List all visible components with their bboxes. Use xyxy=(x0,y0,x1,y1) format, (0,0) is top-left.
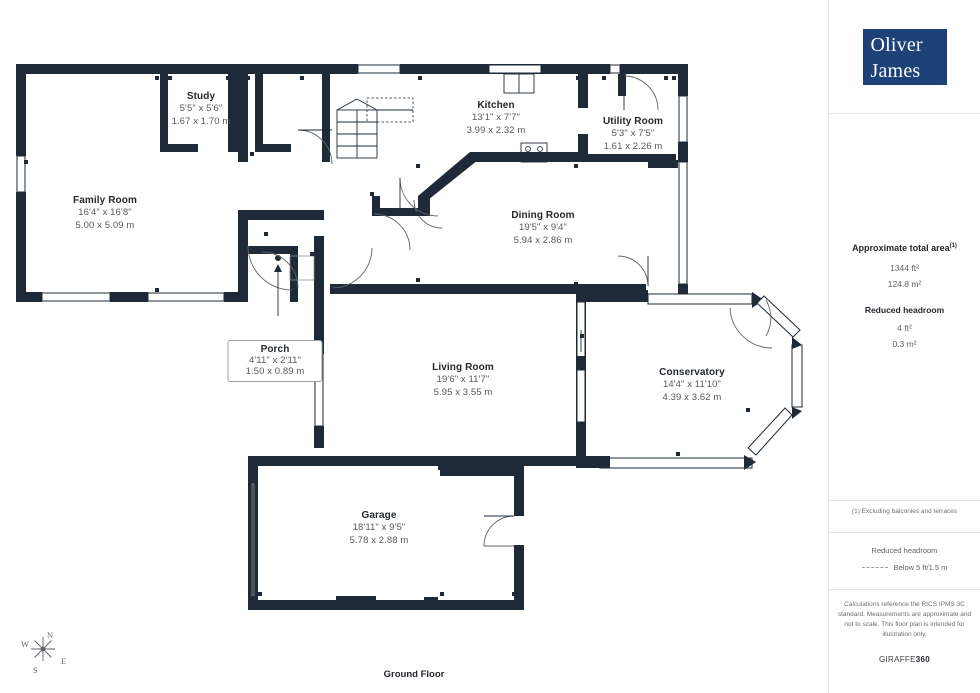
divider xyxy=(829,589,980,590)
reduced-headroom-sqft: 4 ft² xyxy=(897,323,912,334)
floorplan-canvas: .w { fill:#1e2a38; } .gl { fill:#ffffff;… xyxy=(14,64,803,683)
footnote-marker: (1) xyxy=(949,243,957,249)
compass: N E S W xyxy=(14,617,86,683)
reduced-headroom-sqm: 0.3 m² xyxy=(892,339,917,350)
total-area-sqft: 1344 ft² xyxy=(890,263,919,273)
logo-line-2: James xyxy=(870,59,921,82)
total-area-title-text: Approximate total area xyxy=(852,243,950,253)
disclaimer-text: Calculations reference the RICS IPMS 3C … xyxy=(837,601,972,639)
oliver-james-logo: Oliver James xyxy=(862,28,947,85)
legend-title: Reduced headroom xyxy=(871,546,938,555)
room-dim-met: 1.50 x 0.89 m xyxy=(245,366,305,377)
compass-south-label: S xyxy=(33,665,38,675)
sidebar: Oliver James Approximate total area(1) 1… xyxy=(828,0,980,693)
compass-west-label: W xyxy=(21,639,30,649)
floorplan-drawing: .w { fill:#1e2a38; } .gl { fill:#ffffff;… xyxy=(16,64,803,661)
provider-suffix: 360 xyxy=(915,655,931,664)
brand-logo: Oliver James xyxy=(829,0,980,113)
divider xyxy=(829,113,980,114)
divider xyxy=(829,532,980,533)
compass-rose xyxy=(31,637,55,661)
reduced-headroom-title: Reduced headroom xyxy=(864,305,945,316)
compass-east-label: E xyxy=(61,656,67,666)
legend-label: Below 5 ft/1.5 m xyxy=(893,563,948,572)
room-name: Porch xyxy=(260,344,290,355)
room-dim-imp: 4'11" x 2'11" xyxy=(249,355,301,366)
divider xyxy=(829,500,980,501)
logo-line-1: Oliver xyxy=(870,33,923,56)
provider-name: GIRAFFE xyxy=(878,655,916,664)
total-area-title: Approximate total area(1) xyxy=(829,243,980,253)
total-area-sqm: 124.8 m² xyxy=(887,279,922,290)
legend: Reduced headroom Below 5 ft/1.5 m xyxy=(829,546,980,572)
provider-credit: GIRAFFE360 xyxy=(829,655,980,664)
floor-caption: Ground Floor xyxy=(383,669,445,680)
area-summary: Approximate total area(1) 1344 ft² 124.8… xyxy=(829,243,980,353)
compass-north-label: N xyxy=(47,630,54,640)
excluding-note: (1) Excluding balconies and terraces xyxy=(851,508,958,515)
staircase-graphic xyxy=(336,97,414,159)
legend-row: Below 5 ft/1.5 m xyxy=(829,563,980,572)
dashed-line-icon xyxy=(861,567,888,568)
room-label-porch: Porch 4'11" x 2'11" 1.50 x 0.89 m xyxy=(227,340,323,382)
